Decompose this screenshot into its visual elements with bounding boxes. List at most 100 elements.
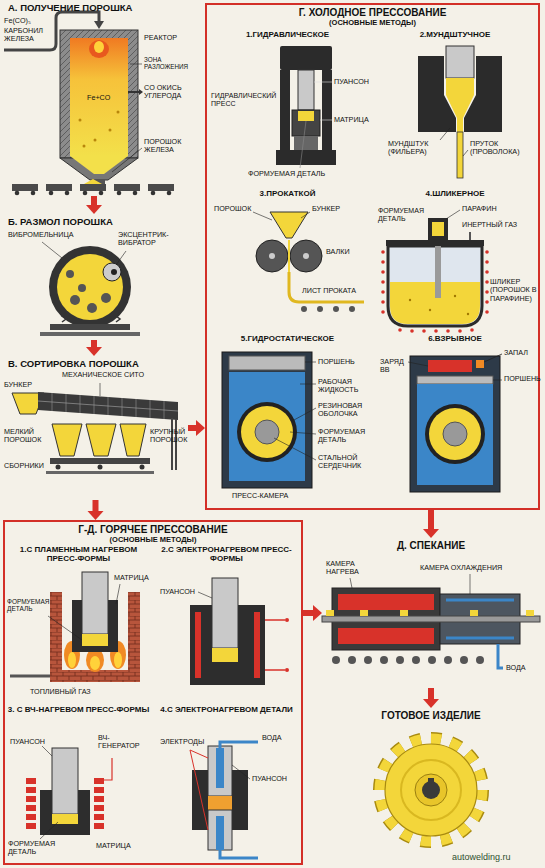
vibro-mill-figure-part (116, 313, 120, 322)
reactor-figure-part (83, 145, 86, 148)
flow-arrow (86, 196, 102, 214)
part-label: ФОРМУЕМАЯ ДЕТАЛЬ (318, 428, 368, 445)
explosive-press-figure-part (443, 422, 467, 446)
part-label: МЕХАНИЧЕСКОЕ СИТО (62, 371, 144, 379)
slip-casting-figure-part (381, 260, 385, 264)
method-title: 2.МУНДШТУЧНОЕ (375, 30, 535, 39)
flow-arrow (423, 510, 439, 538)
part-label: ФОРМУЕМАЯ ДЕТАЛЬ (378, 207, 424, 223)
slip-casting-figure-part (381, 310, 385, 314)
section-title: В. СОРТИРОВКА ПОРОШКА (0, 356, 188, 370)
rolling-mill-figure-part (290, 240, 322, 272)
flow-arrow-head (196, 420, 205, 436)
hydraulic-press-figure-part (280, 46, 332, 70)
flow-arrow-shaft (91, 340, 97, 348)
induction-heated-mold-figure (26, 746, 112, 839)
induction-heated-mold-figure-part (26, 796, 36, 802)
electric-heated-mold-figure-part (212, 648, 238, 662)
induction-heated-mold-figure-part (26, 778, 36, 784)
slip-casting-figure-part (454, 295, 456, 297)
part-label: CO ОКИСЬ УГЛЕРОДА (144, 84, 188, 101)
watermark: autowelding.ru (452, 852, 511, 862)
section-title: Б. РАЗМОЛ ПОРОШКА (0, 214, 188, 228)
explosive-press-figure-part (410, 356, 500, 492)
reactor-figure-part (94, 21, 104, 29)
gear-figure-part (422, 781, 440, 799)
part-label: Fe(CO)₅ (4, 17, 31, 25)
direct-heated-part-figure-part (216, 816, 224, 850)
vibro-mill-figure-part (40, 332, 140, 336)
method-title: 6.ВЗРЫВНОЕ (375, 334, 535, 343)
part-label: ВАЛКИ (326, 248, 350, 256)
gear-figure-part (381, 740, 481, 840)
rolling-mill-figure-part (301, 212, 310, 218)
vibro-mill-figure-part (116, 251, 126, 265)
extrusion-die-figure-part (440, 128, 450, 140)
part-label: МАТРИЦА (334, 116, 369, 124)
sieve-figure-part (100, 383, 101, 396)
flow-arrow-head (86, 205, 102, 214)
sintering-furnace-figure-part (498, 644, 503, 668)
flow-arrow-shaft (93, 500, 99, 512)
induction-heated-mold-figure-part (26, 823, 36, 829)
sintering-furnace-figure-part (360, 610, 368, 616)
slip-casting-figure-part (410, 329, 414, 333)
induction-heated-mold-figure-part (26, 787, 36, 793)
induction-heated-mold-figure-part (26, 778, 104, 829)
flame-heated-mold-figure-part (82, 634, 108, 646)
sintering-furnace-figure-part (526, 610, 534, 616)
part-label: ВОДА (262, 734, 282, 742)
extrusion-die-figure-part (463, 150, 468, 156)
reactor-figure-part (65, 191, 70, 196)
slip-casting-figure-part (467, 313, 469, 315)
method-title: 4.ШЛИКЕРНОЕ (375, 189, 535, 198)
slip-casting-figure-part (485, 300, 489, 304)
hydraulic-press-figure-part (298, 111, 314, 121)
reactor-figure-part (70, 156, 128, 174)
direct-heated-part-figure-part (220, 850, 258, 858)
sintering-furnace-figure (322, 574, 540, 668)
section-title: 1.ГИДРАВЛИЧЕСКОЕ (210, 30, 365, 39)
electric-heated-mold-figure-part (285, 668, 289, 672)
hydraulic-press-figure (276, 46, 336, 168)
slip-casting-figure-part (435, 246, 441, 298)
reactor-figure-part (130, 64, 142, 65)
slip-casting-figure-part (422, 329, 426, 333)
reactor-figure-part (128, 91, 139, 93)
induction-heated-mold-figure-part (52, 814, 78, 824)
section-title: 4.С ЭЛЕКТРОНАГРЕВОМ ДЕТАЛИ (154, 705, 299, 714)
reactor-figure-part (70, 38, 128, 156)
rolling-mill-figure-part (301, 306, 307, 312)
slip-casting-figure-part (485, 260, 489, 264)
section-title: 5.ГИДРОСТАТИЧЕСКОЕ (210, 334, 365, 343)
slip-casting-figure-part (432, 222, 444, 236)
flame-heated-mold-figure-part (50, 592, 62, 682)
induction-heated-mold-figure-part (42, 746, 52, 756)
induction-heated-mold-figure-part (40, 822, 58, 839)
sintering-furnace-figure-part (326, 610, 334, 616)
explosive-press-figure-part (476, 360, 484, 368)
electric-heated-mold-figure-part (265, 620, 285, 670)
section-title: ГОТОВОЕ ИЗДЕЛИЕ (322, 708, 540, 722)
part-label: ПРУТОК (ПРОВОЛОКА) (470, 140, 534, 157)
rolling-mill-figure (253, 212, 364, 312)
section-title: 3.ПРОКАТКОЙ (210, 189, 365, 198)
reactor-figure-part (89, 40, 109, 58)
explosive-press-figure-part (429, 408, 481, 460)
part-label: ПОРОШОК (214, 205, 251, 213)
sintering-furnace-figure-part (338, 594, 434, 610)
induction-heated-mold-figure-part (94, 805, 104, 811)
sintering-furnace-figure-part (400, 610, 408, 616)
reactor-figure-part (94, 41, 104, 53)
gear-figure-part (428, 778, 434, 783)
stage-panel: ГОТОВОЕ ИЗДЕЛИЕ (322, 708, 540, 853)
flow-arrow (88, 500, 104, 520)
electric-heated-mold-figure (190, 578, 289, 685)
direct-heated-part-figure-part (232, 765, 250, 779)
section-title: 2.МУНДШТУЧНОЕ (375, 30, 535, 39)
method-group: Г. ХОЛОДНОЕ ПРЕССОВАНИЕ(ОСНОВНЫЕ МЕТОДЫ)… (205, 3, 540, 510)
slip-casting-figure-part (458, 329, 462, 333)
reactor-figure-part (117, 111, 120, 114)
section-subtitle: (ОСНОВНЫЕ МЕТОДЫ) (207, 19, 538, 28)
